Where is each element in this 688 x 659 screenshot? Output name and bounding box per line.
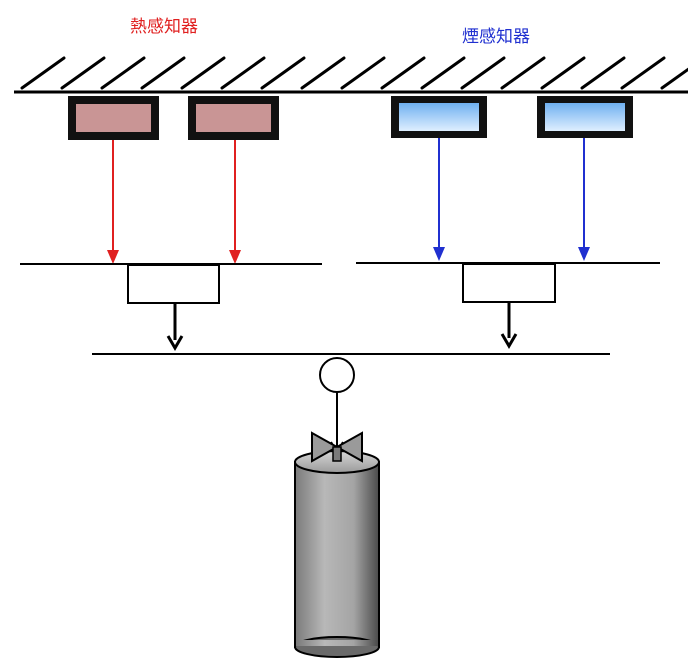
hatch-mark <box>100 56 146 90</box>
smoke-detector <box>391 96 487 138</box>
smoke-signal-arrow <box>433 138 445 261</box>
hatch-mark <box>420 56 466 90</box>
hatch-mark <box>660 67 688 90</box>
smoke-detector-label: 煙感知器 <box>462 27 530 47</box>
hatch-mark <box>540 56 586 90</box>
smoke-control-unit <box>462 263 556 303</box>
heat-control-unit <box>127 264 220 304</box>
hatch-mark <box>180 56 226 90</box>
hatch-mark <box>500 56 546 90</box>
heat-detector-label: 熱感知器 <box>130 17 198 37</box>
hatch-mark <box>620 56 666 90</box>
control-output-arrow <box>500 302 518 349</box>
hatch-mark <box>260 56 306 90</box>
hatch-mark <box>140 56 186 90</box>
heat-detector <box>68 96 159 140</box>
hatch-mark <box>340 56 386 90</box>
smoke-detector <box>537 96 633 138</box>
solenoid-circle <box>319 357 355 393</box>
hatch-mark <box>460 56 506 90</box>
hatch-mark <box>380 56 426 90</box>
gas-cylinder <box>294 450 380 658</box>
hatch-mark <box>60 56 106 90</box>
ceiling-hatching <box>20 56 688 90</box>
heat-signal-arrow <box>107 140 119 264</box>
heat-signal-arrow <box>229 140 241 264</box>
hatch-mark <box>300 56 346 90</box>
hatch-mark <box>220 56 266 90</box>
control-output-arrow <box>166 303 184 351</box>
hatch-mark <box>580 56 626 90</box>
smoke-signal-arrow <box>578 138 590 261</box>
valve-icon <box>311 431 363 463</box>
heat-detector <box>188 96 279 140</box>
hatch-mark <box>20 56 66 90</box>
